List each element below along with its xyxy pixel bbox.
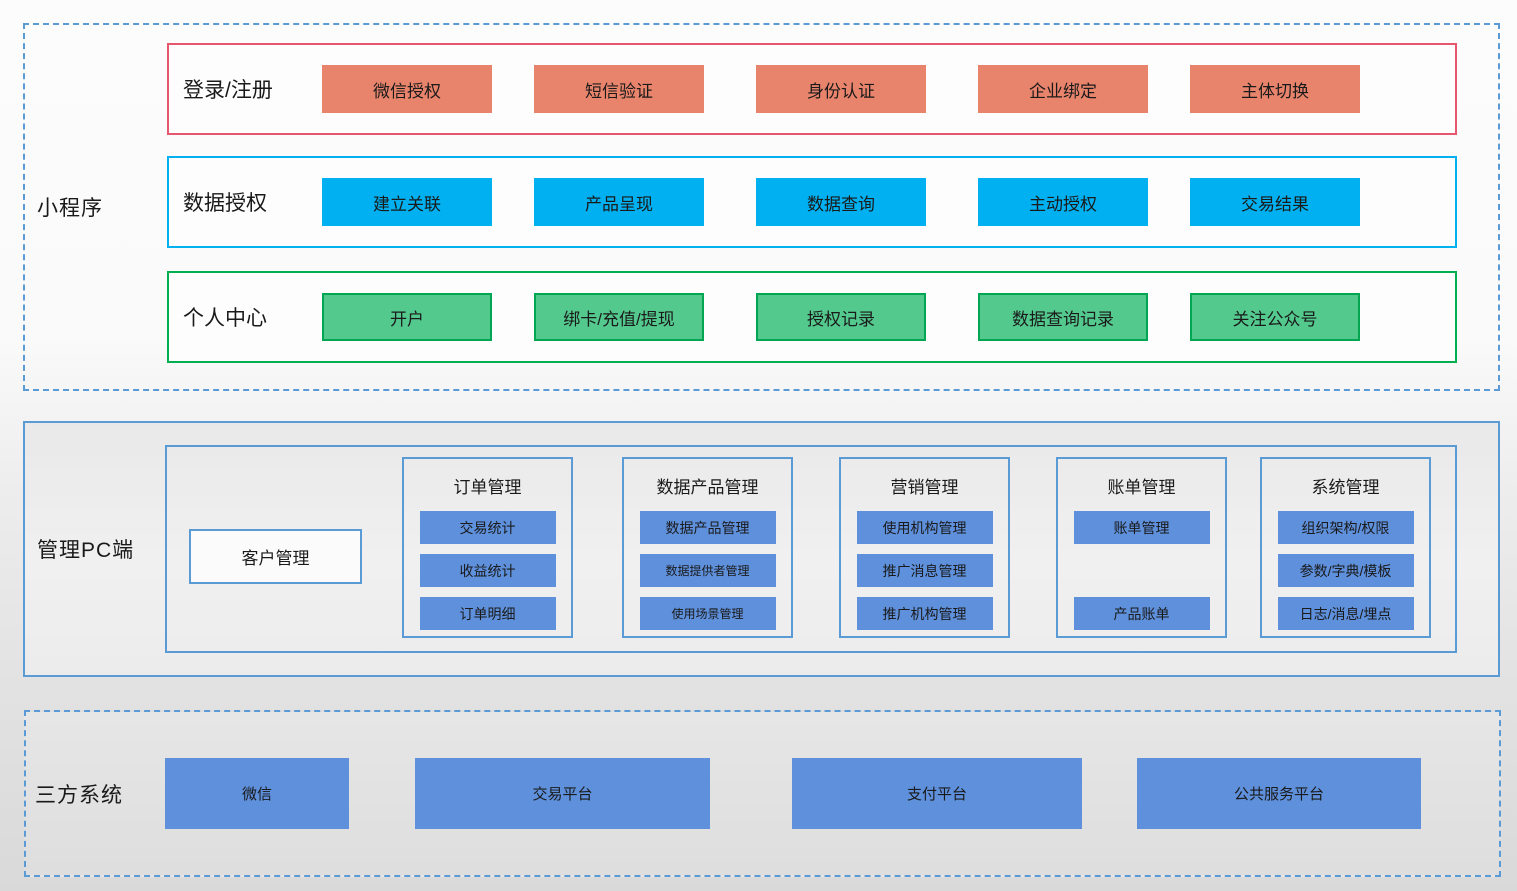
mini-program-label: 小程序	[37, 197, 103, 220]
node-promo-message-mgmt[interactable]: 推广消息管理	[856, 554, 993, 587]
node-usage-scene-mgmt[interactable]: 使用场景管理	[639, 597, 776, 630]
node-follow-official-account[interactable]: 关注公众号	[1190, 293, 1360, 341]
data-auth-label: 数据授权	[183, 192, 267, 215]
node-user-org-mgmt[interactable]: 使用机构管理	[856, 511, 993, 544]
node-customer-mgmt[interactable]: 客户管理	[189, 529, 362, 584]
personal-center-label: 个人中心	[183, 307, 267, 330]
node-public-service-platform[interactable]: 公共服务平台	[1137, 758, 1421, 829]
node-payment-platform[interactable]: 支付平台	[792, 758, 1082, 829]
node-data-product-mgmt[interactable]: 数据产品管理	[639, 511, 776, 544]
node-revenue-stats[interactable]: 收益统计	[419, 554, 556, 587]
login-register-label: 登录/注册	[183, 79, 273, 102]
panel-billing-mgmt: 账单管理 账单管理 产品账单	[1056, 457, 1227, 638]
panel-order-mgmt-title: 订单管理	[453, 478, 522, 497]
node-transaction-stats[interactable]: 交易统计	[419, 511, 556, 544]
panel-system-mgmt-title: 系统管理	[1311, 478, 1380, 497]
login-register-row: 登录/注册 微信授权 短信验证 身份认证 企业绑定 主体切换	[167, 43, 1457, 135]
node-org-structure-permission[interactable]: 组织架构/权限	[1277, 511, 1414, 544]
node-auth-records[interactable]: 授权记录	[756, 293, 926, 341]
node-open-account[interactable]: 开户	[322, 293, 492, 341]
personal-center-row: 个人中心 开户 绑卡/充值/提现 授权记录 数据查询记录 关注公众号	[167, 271, 1457, 363]
node-subject-switch[interactable]: 主体切换	[1190, 65, 1360, 113]
management-pc-label: 管理PC端	[37, 539, 135, 562]
panel-order-mgmt: 订单管理 交易统计 收益统计 订单明细	[402, 457, 573, 638]
data-auth-row: 数据授权 建立关联 产品呈现 数据查询 主动授权 交易结果	[167, 156, 1457, 248]
node-identity-auth[interactable]: 身份认证	[756, 65, 926, 113]
node-establish-link[interactable]: 建立关联	[322, 178, 492, 226]
node-promo-org-mgmt[interactable]: 推广机构管理	[856, 597, 993, 630]
node-enterprise-bind[interactable]: 企业绑定	[978, 65, 1148, 113]
panel-system-mgmt: 系统管理 组织架构/权限 参数/字典/模板 日志/消息/埋点	[1260, 457, 1431, 638]
node-sms-verify[interactable]: 短信验证	[534, 65, 704, 113]
panel-billing-mgmt-title: 账单管理	[1107, 478, 1176, 497]
node-transaction-result[interactable]: 交易结果	[1190, 178, 1360, 226]
third-party-label: 三方系统	[35, 783, 123, 807]
node-product-bill[interactable]: 产品账单	[1073, 597, 1210, 630]
node-wechat-auth[interactable]: 微信授权	[322, 65, 492, 113]
node-product-display[interactable]: 产品呈现	[534, 178, 704, 226]
node-card-recharge-withdraw[interactable]: 绑卡/充值/提现	[534, 293, 704, 341]
node-data-provider-mgmt[interactable]: 数据提供者管理	[639, 554, 776, 587]
section-third-party: 三方系统 微信 交易平台 支付平台 公共服务平台	[24, 710, 1501, 877]
node-order-details[interactable]: 订单明细	[419, 597, 556, 630]
node-trading-platform[interactable]: 交易平台	[415, 758, 710, 829]
node-wechat[interactable]: 微信	[165, 758, 349, 829]
node-bill-mgmt[interactable]: 账单管理	[1073, 511, 1210, 544]
node-param-dict-template[interactable]: 参数/字典/模板	[1277, 554, 1414, 587]
panel-data-product-mgmt-title: 数据产品管理	[656, 478, 759, 497]
node-data-query[interactable]: 数据查询	[756, 178, 926, 226]
node-data-query-records[interactable]: 数据查询记录	[978, 293, 1148, 341]
panel-marketing-mgmt: 营销管理 使用机构管理 推广消息管理 推广机构管理	[839, 457, 1010, 638]
node-active-auth[interactable]: 主动授权	[978, 178, 1148, 226]
panel-marketing-mgmt-title: 营销管理	[890, 478, 959, 497]
node-log-message-tracking[interactable]: 日志/消息/埋点	[1277, 597, 1414, 630]
section-mini-program: 小程序 登录/注册 微信授权 短信验证 身份认证 企业绑定 主体切换 数据授权 …	[23, 23, 1500, 391]
panel-data-product-mgmt: 数据产品管理 数据产品管理 数据提供者管理 使用场景管理	[622, 457, 793, 638]
section-management-pc: 管理PC端 客户管理 订单管理 交易统计 收益统计 订单明细 数据产品管理 数据…	[23, 421, 1500, 677]
management-inner-box: 客户管理 订单管理 交易统计 收益统计 订单明细 数据产品管理 数据产品管理 数…	[165, 445, 1457, 653]
